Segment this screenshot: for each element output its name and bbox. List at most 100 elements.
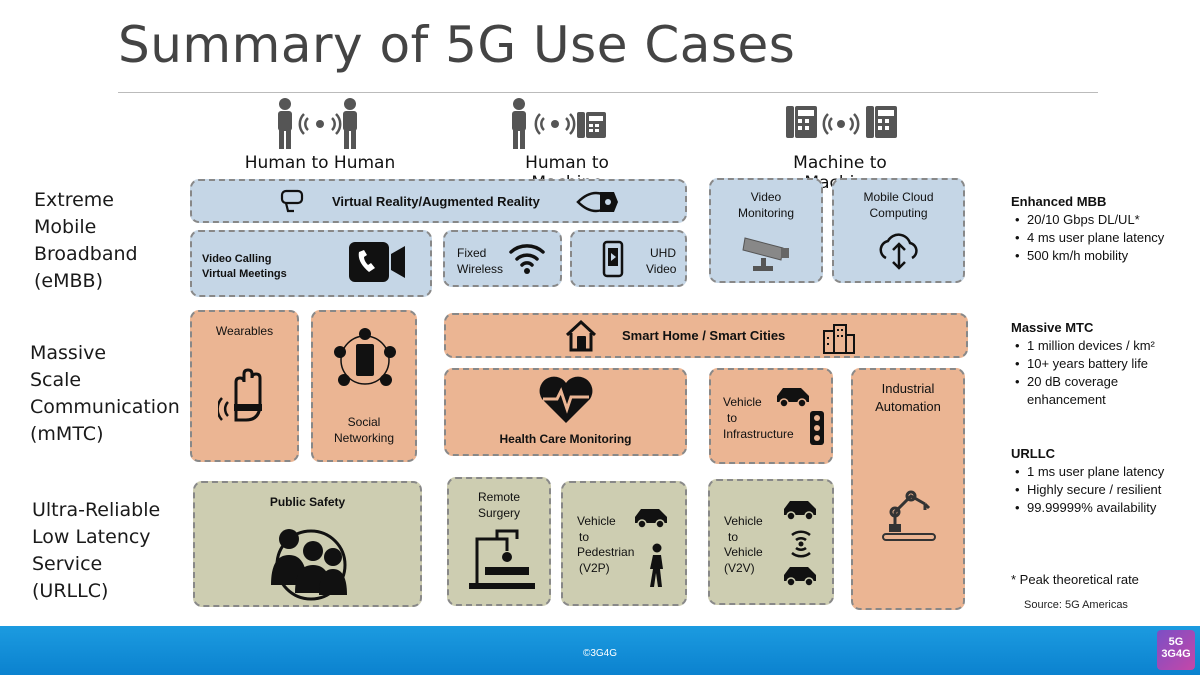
category-urllc-line4: (URLLC): [32, 580, 109, 602]
v2p-label-4: (V2P): [579, 561, 610, 575]
category-urllc: Ultra-Reliable Low Latency Service (URLL…: [32, 497, 160, 605]
uhd-label-2: Video: [646, 262, 677, 276]
category-urllc-line1: Ultra-Reliable: [32, 499, 161, 521]
remote-surgery-label-2: Surgery: [477, 506, 521, 520]
category-embb-line3: Broadband: [34, 243, 138, 265]
traffic-light-icon: [810, 411, 824, 445]
v2p-label-3: Pedestrian: [577, 545, 635, 559]
box-health-care: Health Care Monitoring: [444, 368, 687, 456]
brand-logo: 5G 3G4G: [1157, 630, 1195, 670]
robot-arm-icon: [882, 490, 936, 541]
box-v2v: Vehicle to Vehicle (V2V): [708, 479, 834, 605]
spec-embb-item: 500 km/h mobility: [1011, 247, 1191, 265]
industrial-label-1: Industrial: [881, 381, 935, 396]
category-mmtc-line4: (mMTC): [30, 423, 104, 445]
car-icon: [784, 567, 816, 587]
heart-monitor-icon: [539, 376, 593, 423]
social-network-icon: [334, 328, 396, 386]
person-to-person-icon: [278, 98, 357, 149]
column-header-human-to-human: Human to Human: [244, 153, 396, 173]
public-safety-label: Public Safety: [269, 495, 346, 509]
spec-mmtc-item: 10+ years battery life: [1011, 355, 1191, 373]
video-calling-label-2: Virtual Meetings: [202, 268, 287, 280]
category-embb: Extreme Mobile Broadband (eMBB): [34, 187, 138, 295]
phone-video-icon: [602, 240, 624, 278]
box-video-monitoring: Video Monitoring: [709, 178, 823, 283]
spec-urllc-item: 99.99999% availability: [1011, 499, 1171, 517]
spec-embb: Enhanced MBB 20/10 Gbps DL/UL* 4 ms user…: [1011, 193, 1191, 265]
box-social-networking: Social Networking: [311, 310, 417, 462]
vr-ar-label: Virtual Reality/Augmented Reality: [332, 194, 540, 209]
category-mmtc-line3: Communication: [30, 396, 180, 418]
car-icon: [777, 388, 809, 408]
spec-mmtc-title: Massive MTC: [1011, 320, 1094, 335]
footnote: * Peak theoretical rate: [1011, 572, 1139, 587]
spec-urllc-item: Highly secure / resilient: [1011, 481, 1171, 499]
smart-home-icon: [565, 319, 597, 352]
v2v-label-1: Vehicle: [724, 514, 763, 528]
v2v-label-3: Vehicle: [724, 545, 763, 559]
v2v-label-2: to: [728, 530, 739, 544]
spec-urllc-title: URLLC: [1011, 446, 1056, 461]
v2v-label-4: (V2V): [724, 561, 755, 575]
machine-to-machine-icon: [786, 106, 897, 138]
smart-city-icon: [823, 324, 855, 354]
fixed-wireless-label-1: Fixed: [457, 246, 487, 260]
spec-embb-title: Enhanced MBB: [1011, 194, 1107, 209]
title-divider: [118, 92, 1098, 93]
cloud-sync-icon: [879, 233, 918, 270]
v2i-label-2: to: [727, 411, 738, 425]
video-call-icon: [349, 242, 405, 282]
ar-eye-tag-icon: [576, 191, 618, 213]
vr-headset-icon: [280, 189, 304, 213]
box-fixed-wireless: Fixed Wireless: [443, 230, 562, 287]
box-uhd-video: UHD Video: [570, 230, 687, 287]
spec-mmtc-item: 1 million devices / km²: [1011, 337, 1191, 355]
copyright: ©3G4G: [582, 648, 618, 659]
wifi-icon: [509, 244, 545, 274]
security-camera-icon: [742, 237, 789, 271]
remote-surgery-label-1: Remote: [477, 490, 521, 504]
source-note: Source: 5G Americas: [1024, 599, 1128, 611]
spec-mmtc-item: 20 dB coverage enhancement: [1011, 373, 1191, 409]
surgery-robot-icon: [469, 529, 535, 589]
social-label-2: Networking: [333, 431, 395, 445]
logo-bottom-text: 3G4G: [1161, 648, 1191, 660]
first-responders-icon: [271, 529, 347, 601]
box-video-calling: Video Calling Virtual Meetings: [190, 230, 432, 297]
machine-to-machine-header: Machine to Machine: [760, 98, 920, 193]
smart-home-label: Smart Home / Smart Cities: [622, 328, 786, 343]
box-v2p: Vehicle to Pedestrian (V2P): [561, 481, 687, 606]
category-embb-line2: Mobile: [34, 216, 97, 238]
category-mmtc-line1: Massive: [30, 342, 107, 364]
mobile-cloud-label-1: Mobile Cloud: [863, 190, 934, 204]
spec-urllc-item: 1 ms user plane latency: [1011, 463, 1171, 481]
footer-bar: [0, 626, 1200, 675]
wearables-label: Wearables: [215, 324, 274, 338]
category-embb-line1: Extreme: [34, 189, 114, 211]
person-to-machine-icon: [512, 98, 606, 149]
v2i-label-1: Vehicle: [723, 395, 762, 409]
video-monitoring-label-2: Monitoring: [737, 206, 795, 220]
box-v2i: Vehicle to Infrastructure: [709, 368, 833, 464]
category-mmtc: Massive Scale Communication (mMTC): [30, 340, 180, 448]
car-icon: [784, 501, 816, 521]
v2i-label-3: Infrastructure: [723, 427, 794, 441]
video-calling-label-1: Video Calling: [202, 253, 272, 265]
box-mobile-cloud: Mobile Cloud Computing: [832, 178, 965, 283]
page-title: Summary of 5G Use Cases: [118, 16, 796, 74]
box-smart-home: Smart Home / Smart Cities: [444, 313, 968, 358]
pedestrian-icon: [650, 543, 663, 587]
logo-top-text: 5G: [1168, 636, 1184, 648]
box-remote-surgery: Remote Surgery: [447, 477, 551, 606]
box-public-safety: Public Safety: [193, 481, 422, 607]
category-urllc-line2: Low Latency: [32, 526, 151, 548]
car-icon: [635, 509, 667, 529]
wearable-hand-icon: [218, 368, 262, 422]
signal-icon: [791, 530, 811, 558]
social-label-1: Social: [347, 415, 381, 429]
human-to-human-header: Human to Human: [240, 98, 400, 173]
spec-embb-item: 20/10 Gbps DL/UL*: [1011, 211, 1191, 229]
category-embb-line4: (eMBB): [34, 270, 103, 292]
category-urllc-line3: Service: [32, 553, 103, 575]
